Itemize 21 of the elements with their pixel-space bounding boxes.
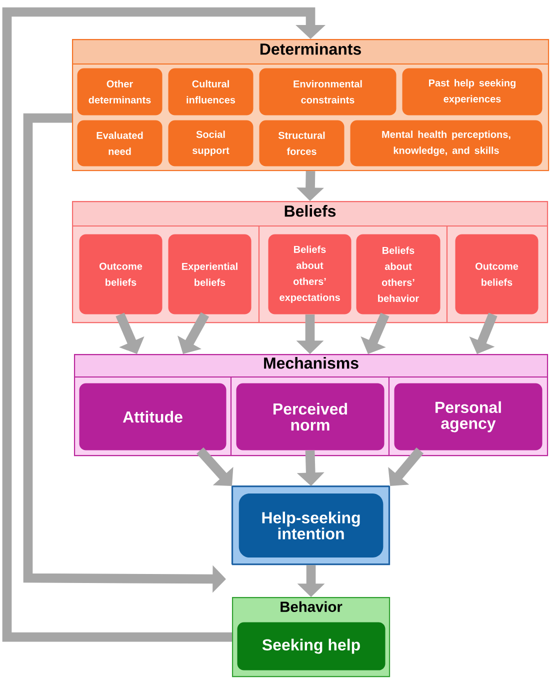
arrow (196, 447, 234, 486)
factor-box: Outcome beliefs (455, 234, 538, 314)
factor-box: Experiential beliefs (168, 234, 252, 314)
factor-box: Cultural influences (168, 68, 254, 116)
factor-box: Environmental constraints (259, 68, 396, 116)
factor-box: Structural forces (259, 120, 344, 166)
arrow (116, 312, 144, 354)
factor-box: Beliefs about others’ expectations (268, 234, 352, 314)
factor-box: Past help seeking experiences (402, 68, 542, 116)
factor-box: Evaluated need (77, 120, 162, 166)
factor-box: Personal agency (394, 383, 542, 450)
process-box: Help-seeking intention (231, 485, 390, 566)
factor-box: Outcome beliefs (79, 234, 162, 314)
factor-box: Social support (168, 120, 254, 166)
factor-box: Beliefs about others’ behavior (356, 234, 440, 314)
factor-box: Attitude (79, 383, 226, 450)
factor-box: Seeking help (237, 622, 386, 670)
factor-box: Other determinants (77, 68, 162, 116)
factor-box: Mental health perceptions, knowledge, and skills (350, 120, 542, 166)
arrow (2, 7, 326, 642)
factor-box: Perceived norm (236, 383, 384, 450)
